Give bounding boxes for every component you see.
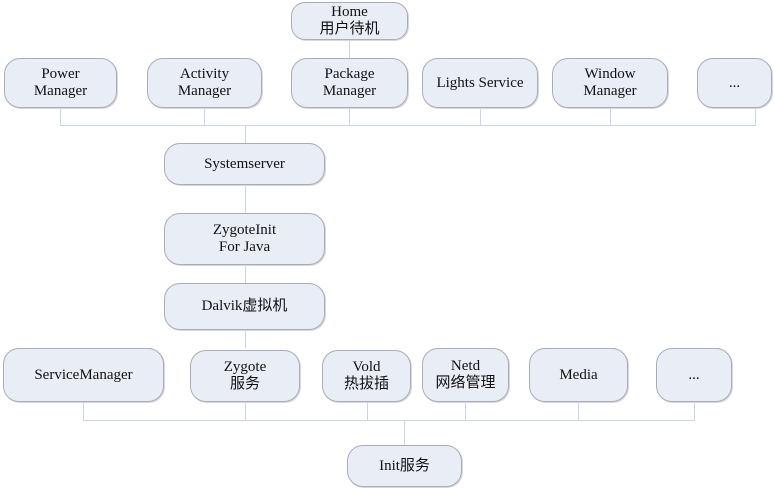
node-label: 热拔插 [343,376,389,392]
node-label: Window [584,66,636,82]
node-home-subtitle: 用户待机 [319,21,380,37]
node-label: ... [688,366,700,383]
connector-dalvik-zygote [245,330,246,348]
connector-servicemanager [83,402,84,420]
connector-power [60,108,61,125]
node-package-manager: Package Manager [291,58,408,108]
node-label: ServiceManager [34,366,133,383]
node-label: Lights Service [436,74,524,91]
bottom-bus [83,420,695,421]
connector-more-bottom [694,402,695,420]
node-more-framework: ... [697,58,772,108]
node-label: 网络管理 [435,375,496,391]
connector-netd [465,402,466,420]
node-servicemanager: ServiceManager [3,348,164,402]
node-power-manager: Power Manager [4,58,117,108]
node-label: Media [559,366,598,383]
node-window-manager: Window Manager [552,58,668,108]
connector-zygoteinit-dalvik [245,265,246,283]
node-label: Manager [177,83,232,99]
connector-bus-systemserver [245,125,246,143]
node-more-native: ... [656,348,732,402]
node-label: For Java [218,239,271,255]
connector-home-package [349,40,350,58]
node-label: Manager [322,83,377,99]
node-media: Media [529,348,628,402]
connector-bus-init [404,420,405,445]
node-home: Home 用户待机 [291,2,408,40]
node-netd: Netd 网络管理 [422,348,509,402]
connector-more-top [755,108,756,125]
connector-zygote [245,402,246,420]
connector-window [610,108,611,125]
node-label: Systemserver [204,155,285,172]
node-vold: Vold 热拔插 [322,350,411,402]
connector-lights [480,108,481,125]
top-bus [60,125,756,126]
node-lights-service: Lights Service [422,58,538,108]
node-label: ZygoteInit [212,222,277,238]
node-label: Dalvik虚拟机 [201,298,288,314]
node-label: Package [324,66,375,82]
node-label: Manager [33,83,88,99]
connector-package [349,108,350,125]
node-label: Vold [352,359,381,375]
node-label: Zygote [223,359,267,375]
node-label: Power [41,66,80,82]
connector-vold [367,402,368,420]
node-systemserver: Systemserver [164,143,325,185]
node-dalvik: Dalvik虚拟机 [164,283,325,330]
node-label: Netd [450,358,481,374]
node-zygote: Zygote 服务 [190,350,300,402]
node-zygoteinit: ZygoteInit For Java [164,213,325,265]
connector-media [578,402,579,420]
node-home-title: Home [331,4,368,20]
node-activity-manager: Activity Manager [147,58,262,108]
connector-activity [204,108,205,125]
node-label: 服务 [229,376,260,392]
node-label: Activity [179,66,230,82]
node-label: Manager [583,83,637,99]
node-label: ... [728,74,741,91]
node-label: Init服务 [379,457,430,474]
connector-systemserver-zygoteinit [245,185,246,213]
node-init: Init服务 [347,445,462,487]
